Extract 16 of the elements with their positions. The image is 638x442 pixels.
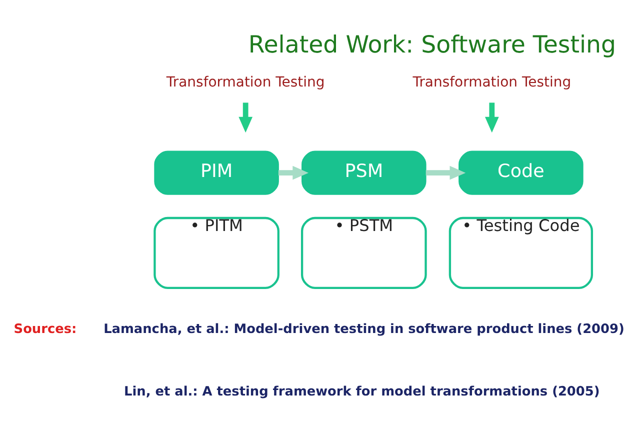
diagram-title: Related Work: Software Testing [248,30,616,59]
arrow [238,102,253,133]
label: Lin, et al.: A testing framework for model transformations (2005) [124,384,600,400]
node-text: Transformation Testing [166,74,325,91]
node-box: PSM [302,150,426,195]
node-box: Code [458,150,584,195]
node-box: • Testing Code [448,216,594,289]
arrow [426,166,466,180]
node-box: PIM [154,150,279,195]
node-box: • PITM [154,216,280,289]
arrow [484,102,499,133]
label: Sources: [14,322,77,338]
arrow [278,166,309,180]
node-box: • PSTM [300,216,427,289]
node-text: Transformation Testing [412,74,572,91]
label: Lamancha, et al.: Model-driven testing in software product lines (2009) [104,322,624,338]
